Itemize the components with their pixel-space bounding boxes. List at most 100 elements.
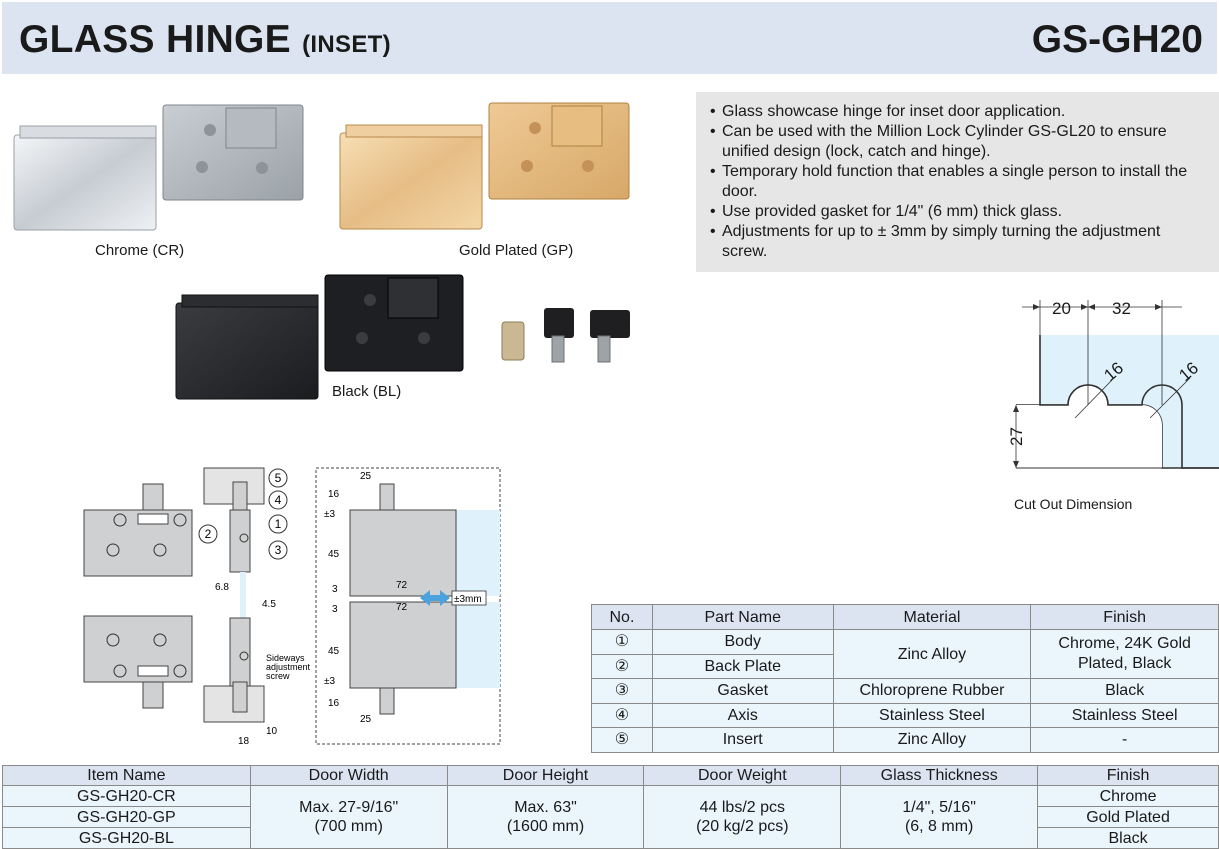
dim-front-45-top: 45 [328, 549, 340, 560]
value-line: (1600 mm) [506, 818, 585, 835]
dim-front-3-top: 3 [332, 584, 338, 595]
feature-item: Glass showcase hinge for inset door appl… [708, 102, 1207, 122]
part-no: ① [591, 629, 653, 655]
col-header: Door Width [249, 765, 448, 786]
col-header: Material [832, 604, 1032, 630]
glass-thickness: 1/4", 5/16" (6, 8 mm) [840, 785, 1039, 849]
travel-label: ±3mm [454, 594, 482, 605]
feature-item: Temporary hold function that enables a s… [708, 162, 1207, 202]
feature-item: Use provided gasket for 1/4" (6 mm) thic… [708, 202, 1207, 222]
col-header: Glass Thickness [840, 765, 1039, 786]
front-view-top-hinge [83, 483, 193, 577]
chrome-hinge-image [13, 104, 304, 231]
col-header: Finish [1037, 765, 1219, 786]
dim-front-25-top: 25 [360, 471, 372, 482]
door-height: Max. 63" (1600 mm) [446, 785, 645, 849]
item-finish: Chrome [1037, 785, 1219, 807]
gold-hinge-image [339, 102, 630, 230]
value-line: (6, 8 mm) [904, 818, 974, 835]
value-line: 1/4", 5/16" [902, 799, 976, 816]
table-row: ② Back Plate [591, 653, 1219, 679]
value-line: 44 lbs/2 pcs [699, 799, 786, 816]
value-line: Max. 27-9/16" [299, 799, 399, 816]
table-row: ③ Gasket Chloroprene Rubber Black [591, 678, 1219, 704]
title-suffix: (INSET) [302, 31, 391, 58]
title-text: GLASS HINGE [19, 18, 291, 61]
feature-item: Adjustments for up to ± 3mm by simply tu… [708, 222, 1207, 262]
part-material: Zinc Alloy [832, 629, 1032, 679]
items-table: Item Name Door Width Door Height Door We… [2, 765, 1219, 849]
table-row: ⑤ Insert Zinc Alloy - [591, 727, 1219, 753]
caption-gold: Gold Plated (GP) [459, 242, 574, 259]
cutout-dim-a: 20 [1052, 299, 1071, 318]
model-number: GS-GH20 [1031, 18, 1203, 61]
item-name: GS-GH20-GP [2, 806, 251, 828]
part-name: Axis [651, 702, 834, 728]
dim-front-3-bottom: 3 [332, 604, 338, 615]
value-line: (700 mm) [314, 818, 383, 835]
callout-4: 4 [275, 493, 282, 507]
cutout-dimension-drawing: 20 32 27 16 16 [1007, 299, 1219, 469]
dim-front-72-bottom: 72 [396, 602, 408, 613]
insert-and-screws-image [501, 308, 630, 363]
dim-4-5: 4.5 [262, 599, 276, 610]
part-finish: Black [1030, 678, 1219, 704]
item-name: GS-GH20-BL [2, 827, 251, 849]
dim-front-16-top: 16 [328, 489, 340, 500]
adjust-note-1: Sideways [266, 653, 305, 663]
col-header: No. [591, 604, 653, 630]
part-finish: Stainless Steel [1030, 702, 1219, 728]
table-row: GS-GH20-BL Black [2, 827, 1219, 849]
col-header: Finish [1030, 604, 1219, 630]
feature-item: Can be used with the Million Lock Cylind… [708, 122, 1207, 162]
door-weight: 44 lbs/2 pcs (20 kg/2 pcs) [643, 785, 842, 849]
item-finish: Gold Plated [1037, 806, 1219, 828]
part-material: Chloroprene Rubber [832, 678, 1032, 704]
value-line: Max. 63" [514, 799, 577, 816]
col-header: Door Height [446, 765, 645, 786]
part-name: Insert [651, 727, 834, 753]
parts-table-header: No. Part Name Material Finish [591, 604, 1219, 630]
dim-front-45-bottom: 45 [328, 646, 340, 657]
travel-arrow-icon [420, 590, 450, 606]
dim-10: 10 [266, 726, 278, 737]
adjust-note-2: adjustment [266, 662, 311, 672]
front-view-bottom-hinge [83, 615, 193, 709]
dim-front-pm3-bottom: ±3 [324, 676, 335, 687]
col-header: Part Name [651, 604, 834, 630]
part-name: Back Plate [651, 653, 834, 679]
cutout-dim-b: 32 [1112, 299, 1131, 318]
part-finish: - [1030, 727, 1219, 753]
finish-line: Plated, Black [1077, 655, 1172, 672]
item-finish: Black [1037, 827, 1219, 849]
dim-6-8: 6.8 [215, 582, 229, 593]
finish-line: Chrome, 24K Gold [1058, 635, 1191, 652]
dim-front-pm3-top: ±3 [324, 509, 335, 520]
part-no: ⑤ [591, 727, 653, 753]
dim-front-16-bottom: 16 [328, 698, 340, 709]
dim-18: 18 [238, 736, 250, 747]
col-header: Item Name [2, 765, 251, 786]
parts-table: No. Part Name Material Finish ① Body Zin… [591, 604, 1219, 753]
part-no: ④ [591, 702, 653, 728]
black-hinge-image [175, 274, 464, 400]
table-row: GS-GH20-GP Gold Plated [2, 806, 1219, 828]
dim-front-72-top: 72 [396, 580, 408, 591]
installed-view: 25 16 ±3 45 3 72 3 72 45 ±3 16 25 ±3mm [315, 467, 501, 745]
door-width: Max. 27-9/16" (700 mm) [249, 785, 448, 849]
table-row: ④ Axis Stainless Steel Stainless Steel [591, 702, 1219, 728]
value-line: (20 kg/2 pcs) [696, 818, 789, 835]
callout-5: 5 [275, 471, 282, 485]
callout-1: 1 [275, 517, 282, 531]
callout-2: 2 [205, 527, 212, 541]
callout-3: 3 [275, 543, 282, 557]
side-view: 5 4 1 2 3 6.8 4.5 18 10 Sideways adjustm… [198, 467, 311, 747]
dim-front-25-bottom: 25 [360, 714, 372, 725]
cutout-dim-height: 27 [1007, 427, 1026, 446]
product-photos [13, 102, 630, 400]
caption-chrome: Chrome (CR) [95, 242, 185, 259]
item-name: GS-GH20-CR [2, 785, 251, 807]
technical-drawing: 5 4 1 2 3 6.8 4.5 18 10 Sideways adjustm… [83, 467, 501, 747]
part-material: Stainless Steel [832, 702, 1032, 728]
feature-list-box: Glass showcase hinge for inset door appl… [696, 92, 1219, 272]
